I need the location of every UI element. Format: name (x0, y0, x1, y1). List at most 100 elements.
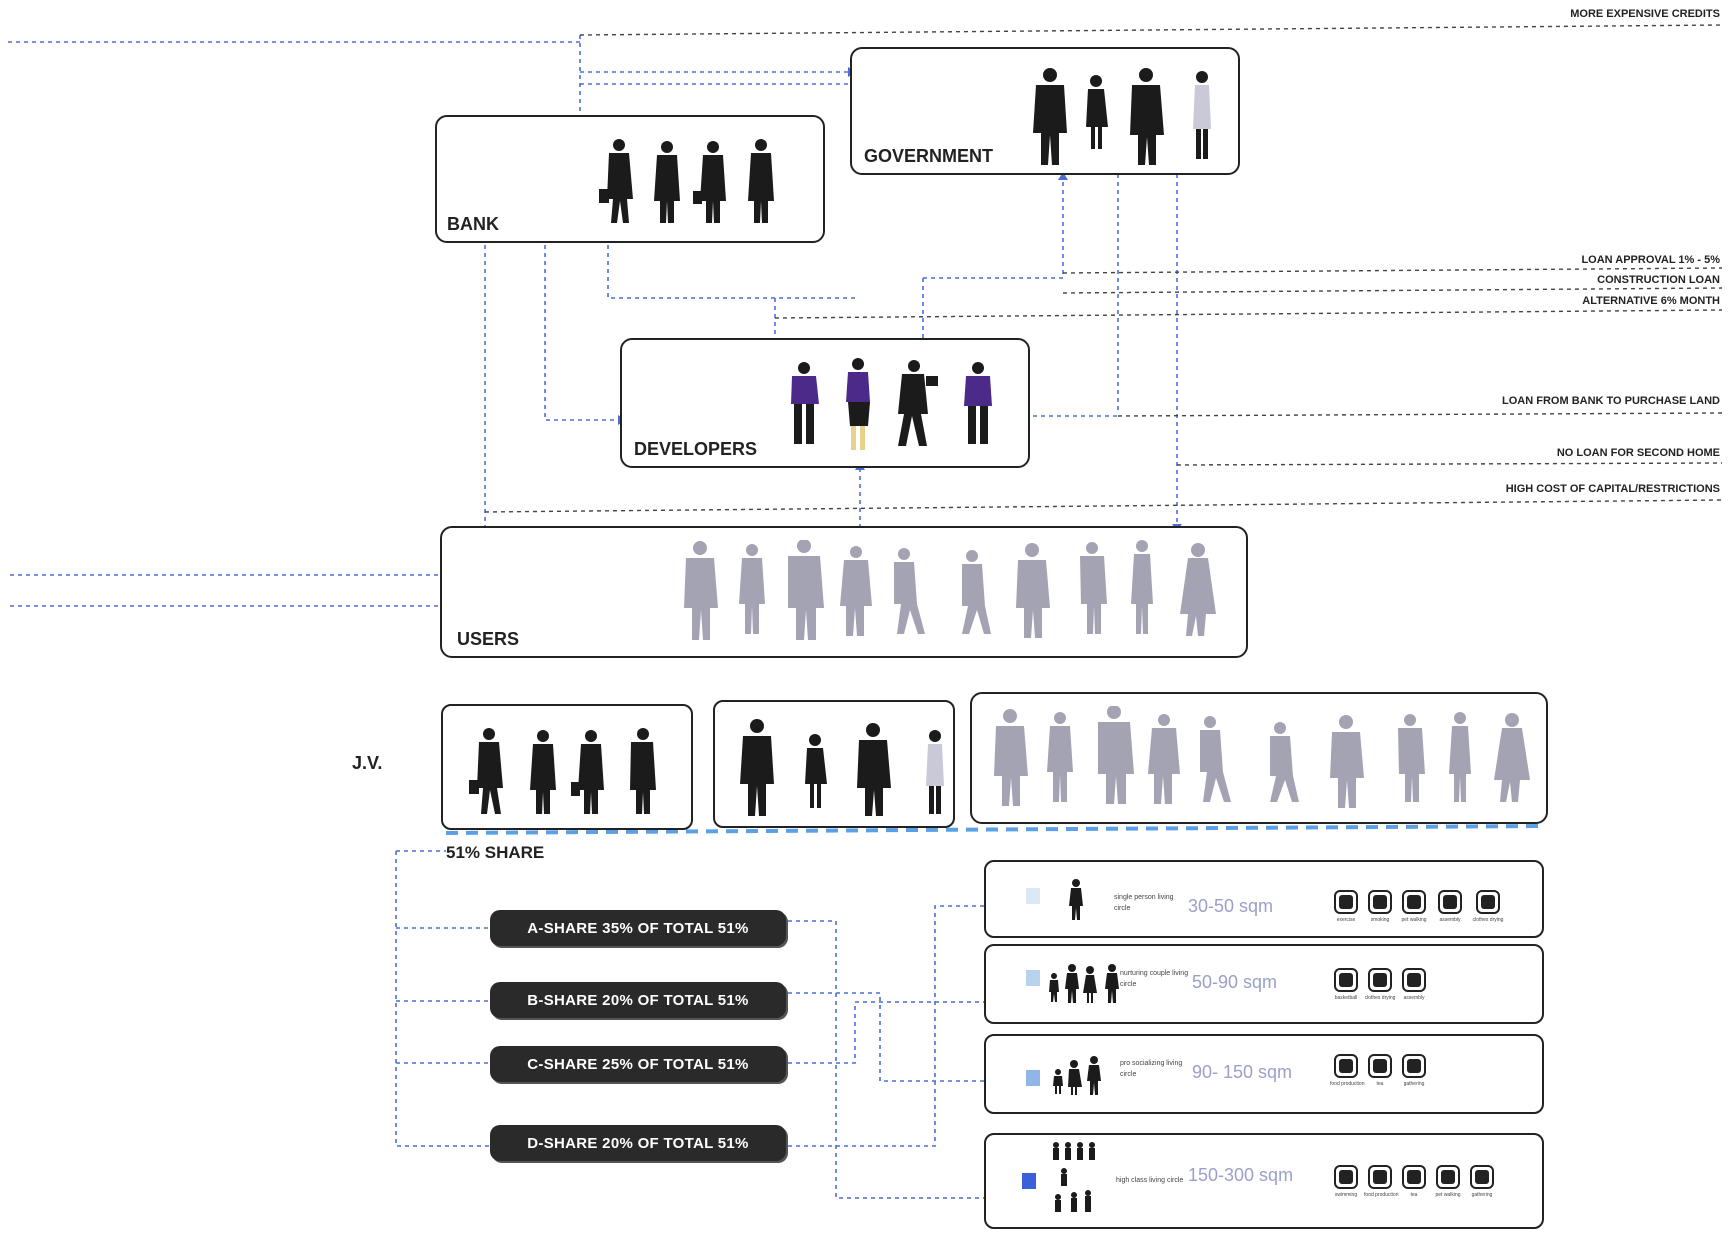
note-loan-from-bank: LOAN FROM BANK TO PURCHASE LAND (1502, 395, 1720, 407)
d-share-pill: D-SHARE 20% OF TOTAL 51% (490, 1125, 786, 1161)
tea-icon: tea (1364, 1054, 1396, 1087)
b-share-pill: B-SHARE 20% OF TOTAL 51% (490, 982, 786, 1018)
pet-walking-icon-symbol (1402, 890, 1426, 914)
gathering-icon: gathering (1466, 1165, 1498, 1198)
jv-bank-box (441, 704, 693, 830)
c-share-pill: C-SHARE 25% OF TOTAL 51% (490, 1046, 786, 1082)
living-circle-text: pro socializing living circle (1120, 1060, 1183, 1078)
unit-color-swatch (1026, 888, 1040, 904)
jv-bank-figures (469, 728, 656, 814)
high-class-figures (1053, 1142, 1095, 1212)
icon-caption: assembly (1403, 995, 1425, 1001)
food-production-icon-symbol (1368, 1165, 1392, 1189)
note-lines (484, 24, 1723, 513)
jv-government-box (713, 700, 955, 828)
note-alternative: ALTERNATIVE 6% MONTH (1582, 295, 1720, 307)
bank-people-figures (599, 139, 774, 223)
government-people-figures (1033, 68, 1211, 165)
tea-icon-symbol (1402, 1165, 1426, 1189)
tea-icon: tea (1398, 1165, 1430, 1198)
unit-color-swatch (1026, 1070, 1040, 1086)
exercise-icon: exercise (1330, 890, 1362, 923)
jv-users-figures (994, 706, 1530, 808)
unit-color-swatch (1022, 1173, 1036, 1189)
living-circle-text: single person living circle (1114, 894, 1174, 912)
icon-caption: basketball (1334, 995, 1358, 1001)
icon-caption: gathering (1403, 1081, 1425, 1087)
jv-share-line (445, 824, 1541, 835)
icon-caption: smoking (1370, 917, 1390, 923)
icon-caption: pet walking (1435, 1192, 1461, 1198)
gathering-icon: gathering (1398, 1054, 1430, 1087)
unit-area: 150-300 sqm (1188, 1165, 1294, 1185)
unit-card-couple: nurturing couple living circle 50-90 sqm… (984, 944, 1544, 1024)
unit-card-single: single person living circle 30-50 sqm ex… (984, 860, 1544, 938)
note-high-cost: HIGH COST OF CAPITAL/RESTRICTIONS (1505, 483, 1720, 495)
jv-government-figures (740, 719, 944, 816)
swimming-icon: swimming (1330, 1165, 1362, 1198)
icon-caption: clothes drying (1364, 995, 1396, 1001)
unit-area: 30-50 sqm (1188, 896, 1274, 916)
developers-box: DEVELOPERS (620, 338, 1030, 468)
single-person-figure (1069, 879, 1083, 920)
users-people-figures (684, 540, 1216, 640)
note-loan-approval: LOAN APPROVAL 1% - 5% (1581, 254, 1720, 266)
icon-caption: assembly (1439, 917, 1461, 923)
food-production-icon: food production (1330, 1054, 1365, 1087)
living-circle-text: high class living circle (1116, 1177, 1184, 1184)
couple-figures (1049, 964, 1119, 1003)
note-no-loan: NO LOAN FOR SECOND HOME (1556, 447, 1720, 459)
gathering-icon-symbol (1402, 1054, 1426, 1078)
tea-icon-symbol (1368, 1054, 1392, 1078)
unit-card-social: pro socializing living circle 90- 150 sq… (984, 1034, 1544, 1114)
smoking-icon: smoking (1364, 890, 1396, 923)
swimming-icon-symbol (1334, 1165, 1358, 1189)
assembly-icon-symbol (1438, 890, 1462, 914)
assembly-icon-symbol (1402, 968, 1426, 992)
note-more-expensive-credits: MORE EXPENSIVE CREDITS (1570, 8, 1720, 20)
icon-caption: exercise (1336, 917, 1356, 923)
pet-walking-icon: pet walking (1398, 890, 1430, 923)
clothes-drying-icon: clothes drying (1364, 968, 1396, 1001)
food-production-icon: food production (1364, 1165, 1399, 1198)
food-production-icon-symbol (1334, 1054, 1358, 1078)
social-figures (1053, 1056, 1101, 1095)
icon-caption: food production (1330, 1081, 1365, 1087)
assembly-icon: assembly (1398, 968, 1430, 1001)
note-construction-loan: CONSTRUCTION LOAN (1597, 274, 1720, 286)
bank-box: BANK (435, 115, 825, 243)
government-box: GOVERNMENT (850, 47, 1240, 175)
living-circle-text: nurturing couple living circle (1120, 970, 1189, 988)
developers-label: DEVELOPERS (634, 439, 758, 459)
bank-label: BANK (447, 214, 499, 234)
icon-caption: pet walking (1401, 917, 1427, 923)
icon-caption: tea (1410, 1192, 1418, 1198)
pet-walking-icon: pet walking (1432, 1165, 1464, 1198)
connector-lines (8, 35, 1178, 1199)
basketball-icon: basketball (1330, 968, 1362, 1001)
developers-people-figures (791, 358, 992, 450)
share-percent-label: 51% SHARE (446, 843, 545, 862)
assembly-icon: assembly (1434, 890, 1466, 923)
icon-caption: food production (1364, 1192, 1399, 1198)
clothes-drying-icon-symbol (1476, 890, 1500, 914)
unit-area: 50-90 sqm (1192, 972, 1278, 992)
unit-card-high-class: high class living circle 150-300 sqm swi… (984, 1133, 1544, 1229)
icon-caption: gathering (1471, 1192, 1493, 1198)
users-label: USERS (457, 629, 520, 649)
jv-label: J.V. (352, 753, 383, 773)
icon-caption: clothes drying (1472, 917, 1504, 923)
gathering-icon-symbol (1470, 1165, 1494, 1189)
a-share-pill: A-SHARE 35% OF TOTAL 51% (490, 910, 786, 946)
unit-color-swatch (1026, 970, 1040, 986)
users-box: USERS (440, 526, 1248, 658)
government-label: GOVERNMENT (864, 146, 994, 166)
clothes-drying-icon-symbol (1368, 968, 1392, 992)
pet-walking-icon-symbol (1436, 1165, 1460, 1189)
icon-caption: swimming (1334, 1192, 1358, 1198)
basketball-icon-symbol (1334, 968, 1358, 992)
icon-caption: tea (1376, 1081, 1384, 1087)
unit-area: 90- 150 sqm (1192, 1062, 1293, 1082)
smoking-icon-symbol (1368, 890, 1392, 914)
